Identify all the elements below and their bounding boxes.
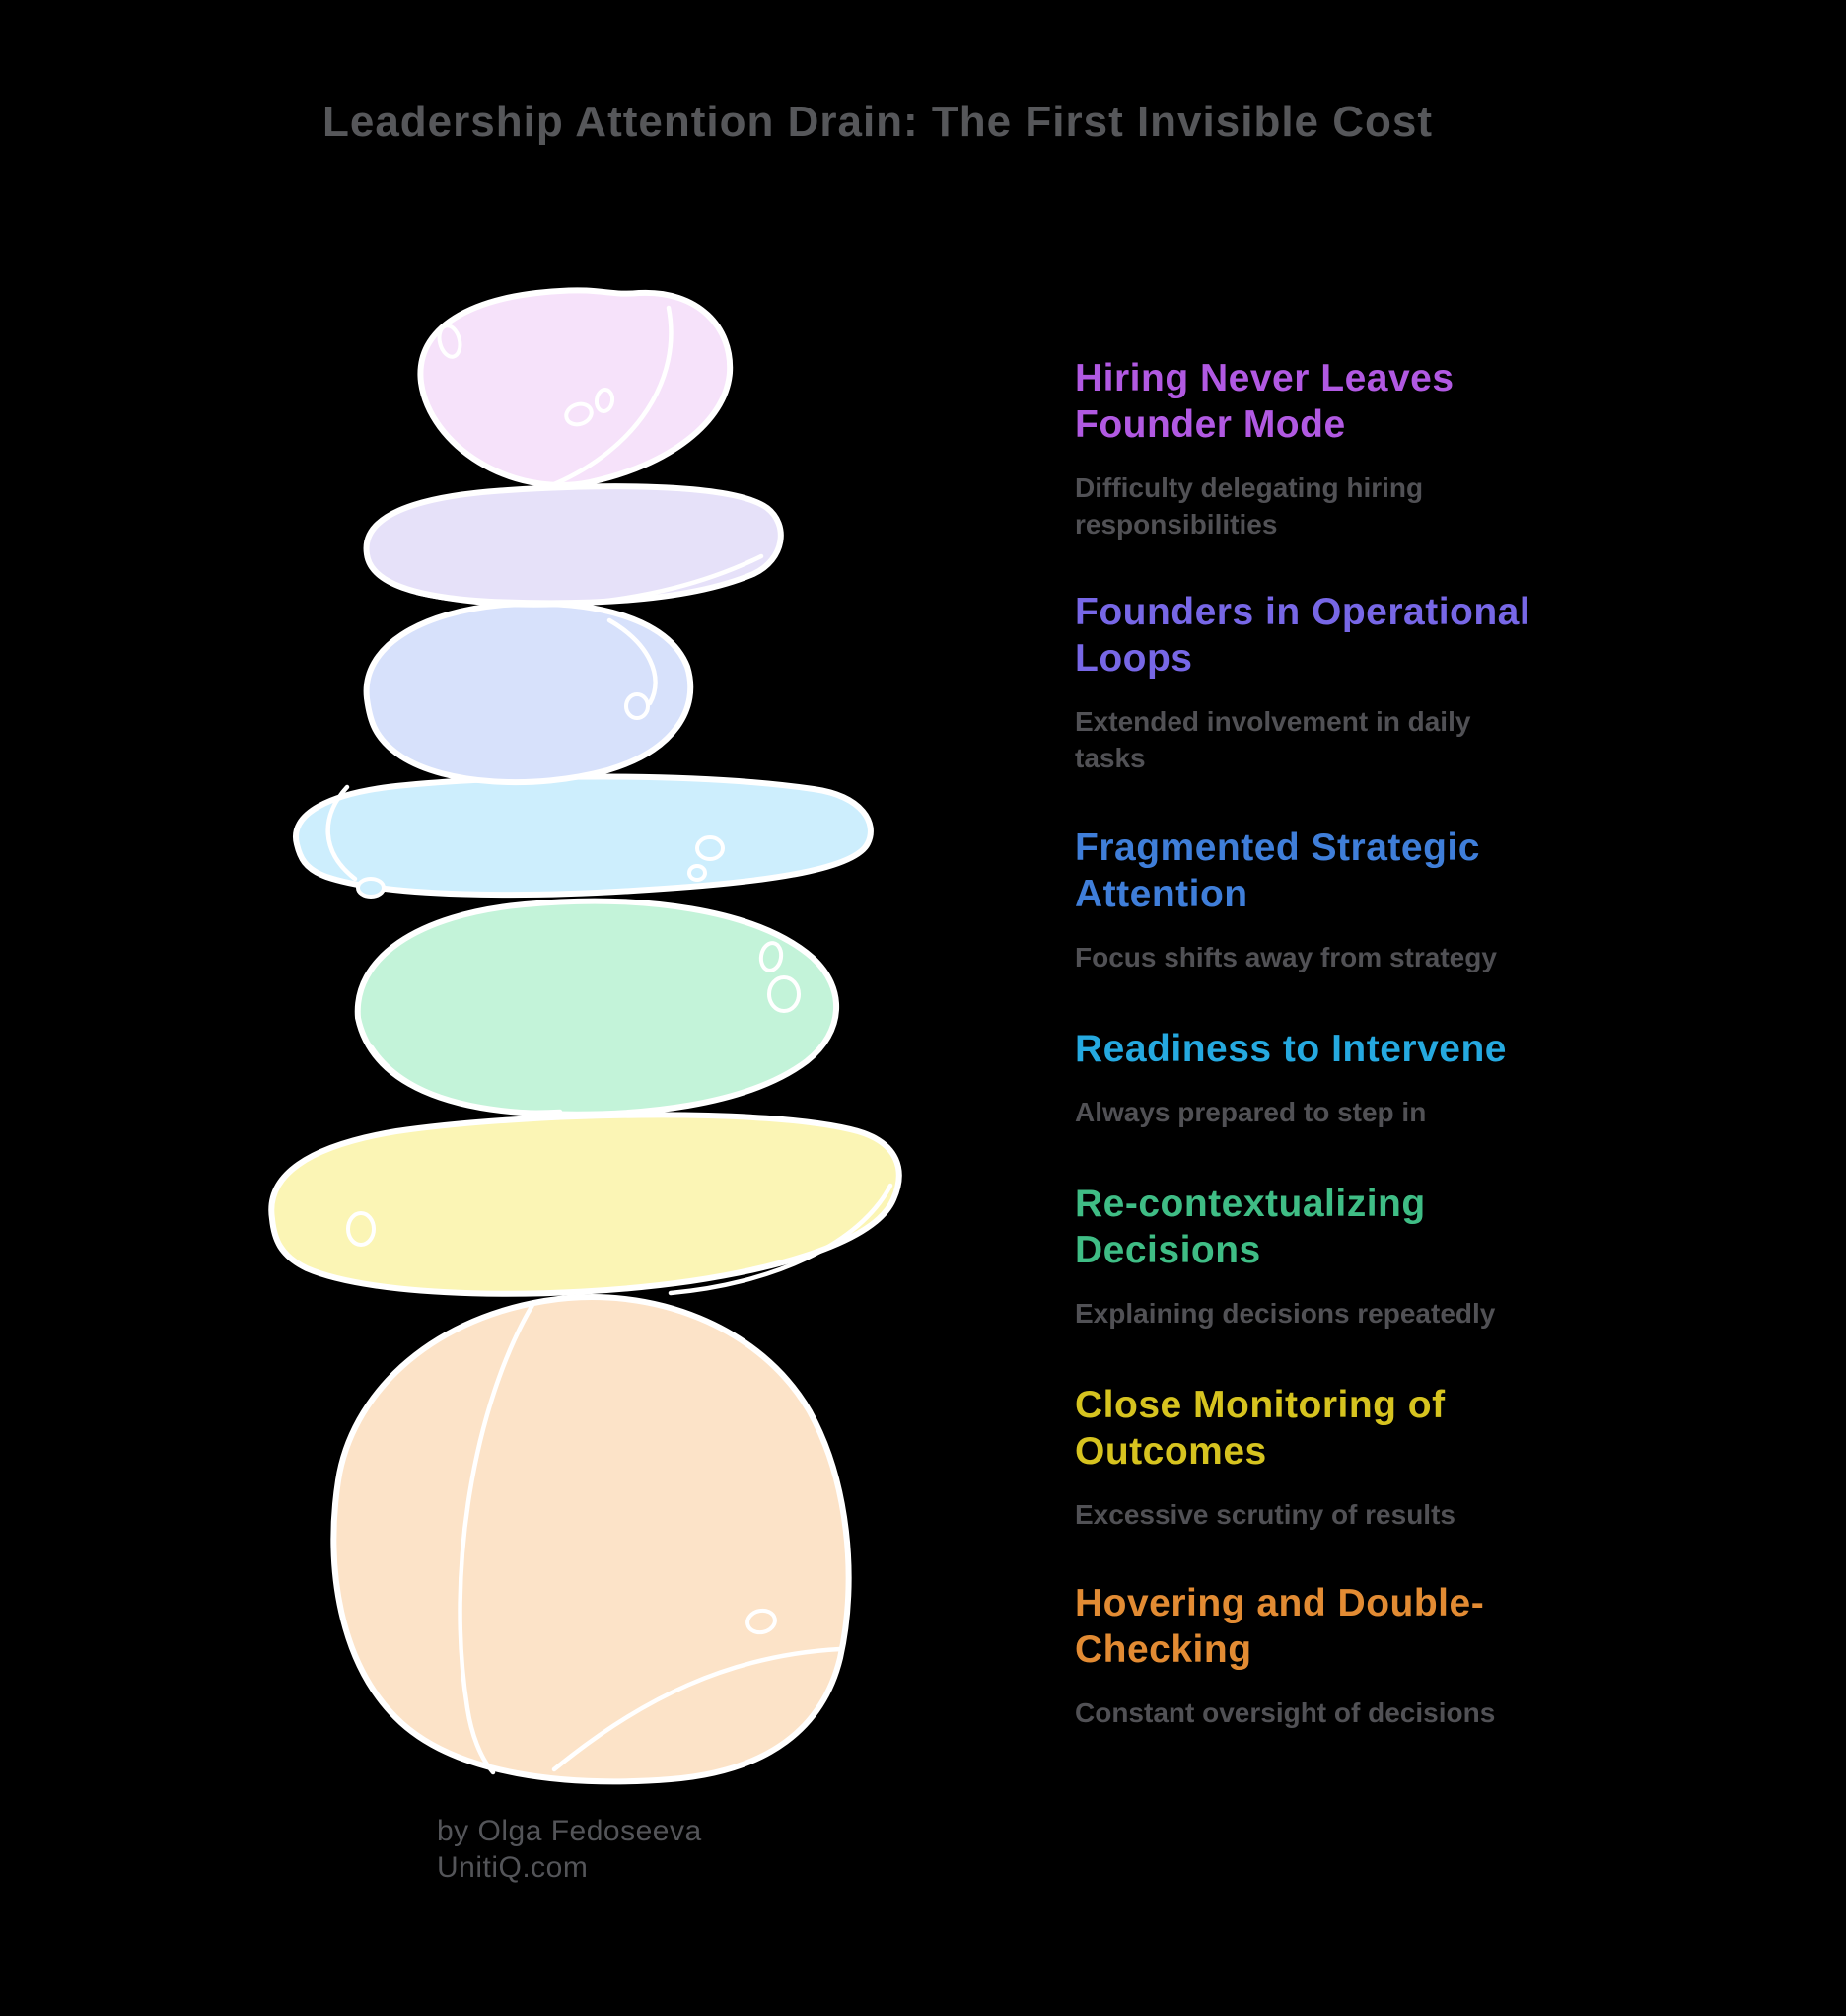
item-heading: Re-contextualizing Decisions	[1075, 1183, 1426, 1271]
stone-detail-line	[668, 1183, 893, 1296]
stone-speckle	[767, 975, 801, 1013]
pink-top-stone	[417, 287, 734, 488]
stone-periwinkle	[363, 600, 694, 786]
stone-detail-line	[551, 305, 674, 487]
stone-detail-line	[551, 1646, 843, 1772]
item-description: Excessive scrutiny of results	[1075, 1499, 1456, 1530]
stone-yellow-flat	[268, 1112, 902, 1297]
list-item-hiring: Hiring Never Leaves Founder Mode Difficu…	[1075, 355, 1588, 542]
item-description: Always prepared to step in	[1075, 1097, 1427, 1127]
item-heading: Close Monitoring of Outcomes	[1075, 1384, 1446, 1473]
stone-speckle	[746, 1608, 777, 1635]
item-heading: Founders in Operational Loops	[1075, 591, 1531, 680]
item-description: Constant oversight of decisions	[1075, 1697, 1496, 1728]
list-item-fragmented-attention: Fragmented Strategic Attention Focus shi…	[1075, 825, 1588, 975]
list-item-close-monitoring: Close Monitoring of Outcomes Excessive s…	[1075, 1382, 1588, 1533]
item-description: Explaining decisions repeatedly	[1075, 1298, 1496, 1329]
stone-cyan-flat	[292, 773, 874, 899]
attribution-author: by Olga Fedoseeva	[437, 1815, 702, 1847]
attribution-site: UnitiQ.com	[437, 1851, 589, 1884]
cyan-flat-stone	[292, 773, 874, 899]
item-heading: Readiness to Intervene	[1075, 1028, 1507, 1070]
item-description: Difficulty delegating hiring responsibil…	[1075, 472, 1424, 540]
stone-cairn-illustration	[268, 287, 902, 1785]
peach-base-stone	[330, 1294, 852, 1785]
item-heading: Fragmented Strategic Attention	[1075, 827, 1480, 915]
list-item-operational-loops: Founders in Operational Loops Extended i…	[1075, 589, 1588, 776]
item-description: Focus shifts away from strategy	[1075, 942, 1497, 972]
stone-speckle	[758, 941, 784, 972]
lavender-flat-stone	[363, 483, 784, 607]
stone-speckle	[695, 835, 725, 861]
stone-detail-line	[325, 784, 358, 882]
stone-detail-line	[606, 617, 658, 706]
stone-detail-line	[369, 1044, 563, 1115]
list-item-hovering: Hovering and Double-Checking Constant ov…	[1075, 1580, 1588, 1731]
list-item-readiness: Readiness to Intervene Always prepared t…	[1075, 1026, 1588, 1130]
stone-lavender-flat	[363, 483, 784, 608]
stone-detail-line	[414, 553, 764, 608]
list-item-recontextualizing: Re-contextualizing Decisions Explaining …	[1075, 1181, 1588, 1332]
item-heading: Hiring Never Leaves Founder Mode	[1075, 357, 1455, 446]
stone-mint	[354, 898, 839, 1117]
yellow-flat-stone	[268, 1112, 902, 1297]
stone-speckle	[564, 401, 594, 427]
stone-speckle	[624, 692, 650, 720]
periwinkle-stone	[363, 600, 694, 786]
stone-peach-base	[330, 1294, 852, 1785]
stone-pink-top	[417, 287, 734, 488]
item-heading: Hovering and Double-Checking	[1075, 1582, 1485, 1671]
mint-stone	[354, 898, 839, 1117]
stone-speckle	[437, 324, 462, 359]
stone-speckle	[346, 1211, 376, 1247]
stone-speckle	[687, 864, 707, 882]
stone-speckle	[356, 877, 386, 899]
page-title: Leadership Attention Drain: The First In…	[321, 98, 1434, 146]
stone-detail-line	[458, 1302, 535, 1775]
item-description: Extended involvement in daily tasks	[1075, 706, 1471, 773]
stone-speckle	[594, 388, 615, 413]
attribution: by Olga Fedoseeva UnitiQ.com	[437, 1813, 702, 1886]
